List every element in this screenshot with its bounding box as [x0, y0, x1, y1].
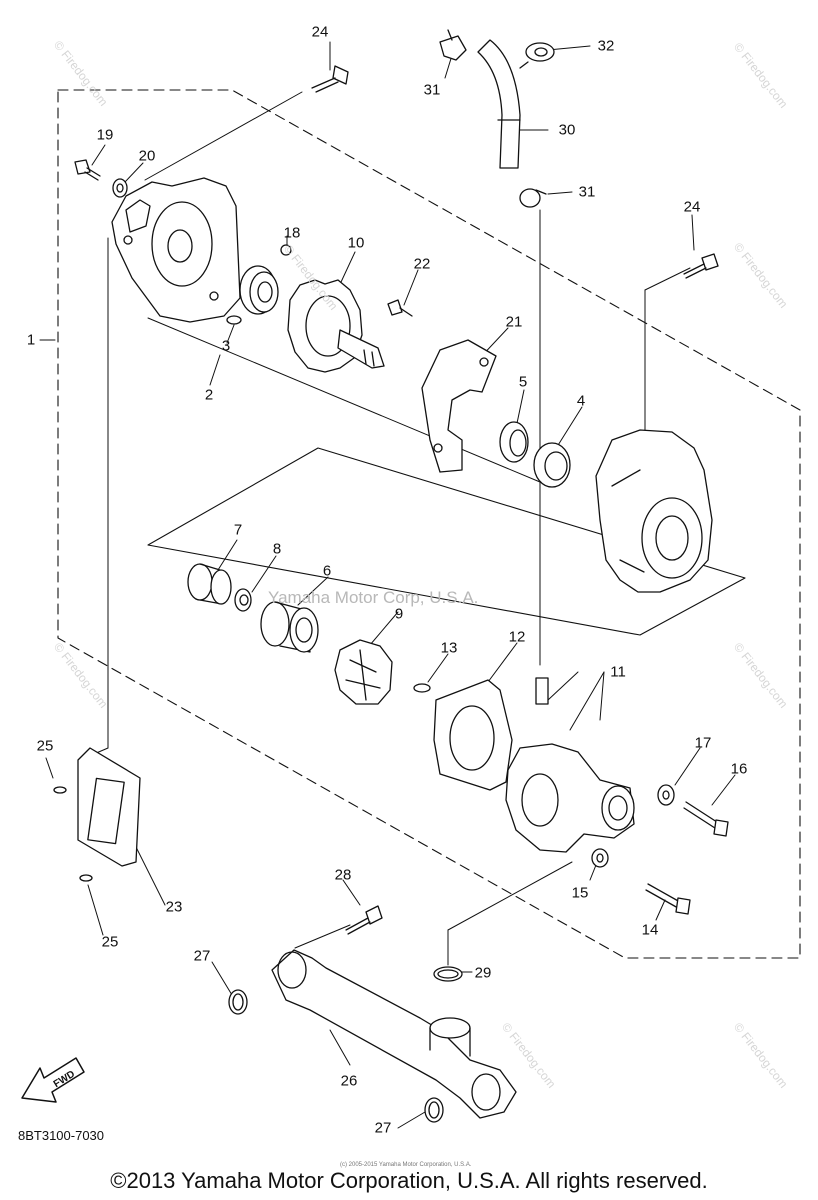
part-22-bolt	[387, 299, 413, 317]
callout-27-upper: 27	[193, 947, 211, 965]
callout-12: 12	[508, 628, 526, 646]
callout-13: 13	[440, 639, 458, 657]
part-17-washer	[657, 784, 675, 806]
callout-18: 18	[283, 224, 301, 242]
callout-31-lower: 31	[578, 183, 596, 201]
part-4-bearing	[533, 442, 571, 488]
part-14-bolt	[645, 883, 691, 915]
part-code: 8BT3100-7030	[18, 1128, 105, 1143]
part-28-bolt	[345, 905, 383, 935]
part-23-gasket	[77, 747, 141, 867]
callout-10: 10	[347, 234, 365, 252]
callout-28: 28	[334, 866, 352, 884]
part-31-clamp-lower	[519, 188, 547, 208]
part-24-bolt-right	[683, 253, 719, 279]
fwd-arrow-icon	[21, 1057, 85, 1103]
part-25-pins	[53, 786, 93, 882]
callout-24-right: 24	[683, 198, 701, 216]
left-cover	[111, 177, 241, 323]
part-10-gear	[287, 279, 385, 373]
callout-30: 30	[558, 121, 576, 139]
callout-2: 2	[204, 386, 214, 404]
callout-6: 6	[322, 562, 332, 580]
callout-15: 15	[571, 884, 589, 902]
part-16-bolt	[683, 801, 729, 837]
part-32-clamp	[519, 42, 555, 69]
callout-25-lower: 25	[101, 933, 119, 951]
part-31-clamp-top	[439, 29, 467, 61]
callout-4: 4	[576, 392, 586, 410]
callout-11: 11	[610, 663, 626, 681]
part-5-seal	[499, 421, 529, 463]
gearcase-right	[595, 429, 713, 593]
callout-16: 16	[730, 760, 748, 778]
part-15-washer	[591, 848, 609, 868]
callout-17: 17	[694, 734, 712, 752]
part-29-oring	[433, 966, 463, 982]
callout-1: 1	[26, 331, 36, 349]
callout-7: 7	[233, 521, 243, 539]
subassembly-frame	[147, 447, 746, 636]
callout-26: 26	[340, 1072, 358, 1090]
part-13-pin	[413, 683, 431, 693]
part-27-orings	[228, 989, 444, 1123]
part-6-seal	[260, 601, 319, 653]
callout-20: 20	[138, 147, 156, 165]
part-26-pipe	[271, 949, 517, 1119]
part-3-pin	[226, 315, 242, 325]
part-21-plate	[421, 339, 497, 473]
callout-32: 32	[597, 37, 615, 55]
center-watermark: Yamaha Motor Corp, U.S.A.	[268, 588, 479, 607]
callout-21: 21	[505, 313, 523, 331]
assembly-boundary	[57, 89, 801, 959]
part-9-impeller	[334, 639, 393, 705]
callout-23: 23	[165, 898, 183, 916]
callout-5: 5	[518, 373, 528, 391]
part-12-gasket	[433, 679, 513, 791]
callout-9: 9	[394, 605, 404, 623]
part-19-bolt	[74, 159, 101, 181]
callout-31-top: 31	[423, 81, 441, 99]
callout-8: 8	[272, 540, 282, 558]
part-24-bolt-top	[311, 65, 349, 93]
part-11-pump-housing	[505, 677, 635, 853]
part-8-washer	[234, 588, 252, 612]
copyright-footer: ©2013 Yamaha Motor Corporation, U.S.A. A…	[110, 1168, 708, 1193]
callout-24-top: 24	[311, 23, 329, 41]
callout-19: 19	[96, 126, 114, 144]
tiny-copyright: (c) 2005-2015 Yamaha Motor Corporation, …	[340, 1162, 472, 1168]
callout-14: 14	[641, 921, 659, 939]
part-18-bearing	[239, 244, 292, 315]
part-30-hose	[477, 39, 521, 169]
callout-25-upper: 25	[36, 737, 54, 755]
part-20-washer	[112, 178, 128, 198]
callout-29: 29	[474, 964, 492, 982]
callout-22: 22	[413, 255, 431, 273]
callout-27-lower: 27	[374, 1119, 392, 1137]
callout-3: 3	[221, 337, 231, 355]
part-7-collar	[187, 563, 232, 605]
